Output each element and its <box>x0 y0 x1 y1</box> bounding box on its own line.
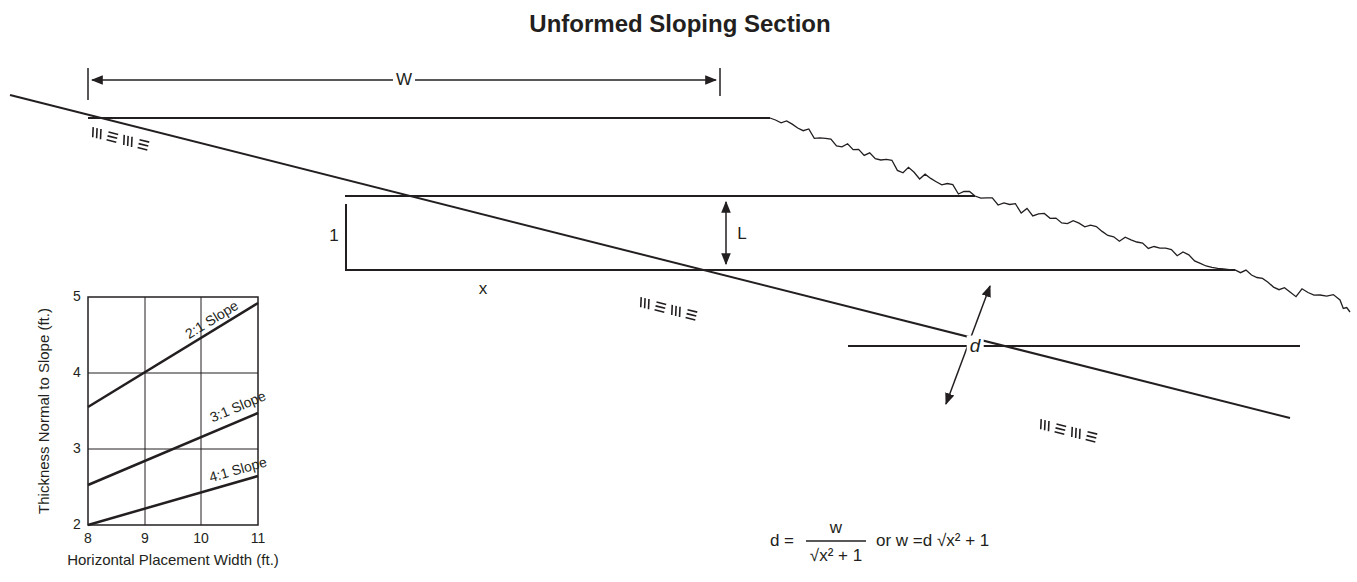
dimension-line <box>725 202 727 264</box>
formula-text: or w =d √x² + 1 <box>876 532 989 551</box>
lift-line <box>345 269 1235 271</box>
slope-line <box>10 95 1290 418</box>
dimension-label: d <box>967 336 984 357</box>
tick-label: 10 <box>193 531 209 546</box>
soil-symbol <box>639 297 698 321</box>
soil-symbol <box>1039 419 1098 443</box>
formula-text: w <box>830 519 842 538</box>
tick-label: 5 <box>73 289 81 304</box>
chart-series <box>88 476 258 525</box>
dimension-label: L <box>737 225 746 244</box>
formula-text: √x² + 1 <box>810 547 862 566</box>
tick-label: 11 <box>251 531 266 546</box>
tick-label: 4 <box>73 365 81 380</box>
axis-title: Horizontal Placement Width (ft.) <box>67 552 279 569</box>
tick-label: 8 <box>84 531 92 546</box>
dimension-line <box>946 286 990 404</box>
diagram-title: Unformed Sloping Section <box>529 11 830 37</box>
ratio-label: x <box>479 280 488 299</box>
grid-line <box>88 373 258 374</box>
rough-surface <box>770 118 1350 312</box>
lift-line <box>88 117 770 119</box>
ratio-leg <box>345 204 347 270</box>
tick-label: 9 <box>141 531 149 546</box>
dimension-label: W <box>393 71 415 90</box>
series-label: 3:1 Slope <box>208 388 268 425</box>
tick-label: 2 <box>73 517 81 532</box>
dimension-tick <box>87 68 89 100</box>
fraction-bar <box>806 540 866 541</box>
axis-title: Thickness Normal to Slope (ft.) <box>36 308 53 514</box>
grid-line <box>145 297 146 525</box>
ratio-label: 1 <box>329 227 338 246</box>
lift-line <box>848 345 1300 347</box>
dimension-tick <box>719 68 721 96</box>
chart-series <box>88 303 258 407</box>
soil-symbol <box>91 127 150 151</box>
formula-text: d = <box>770 532 794 551</box>
lift-line <box>345 195 975 197</box>
tick-label: 3 <box>73 441 81 456</box>
